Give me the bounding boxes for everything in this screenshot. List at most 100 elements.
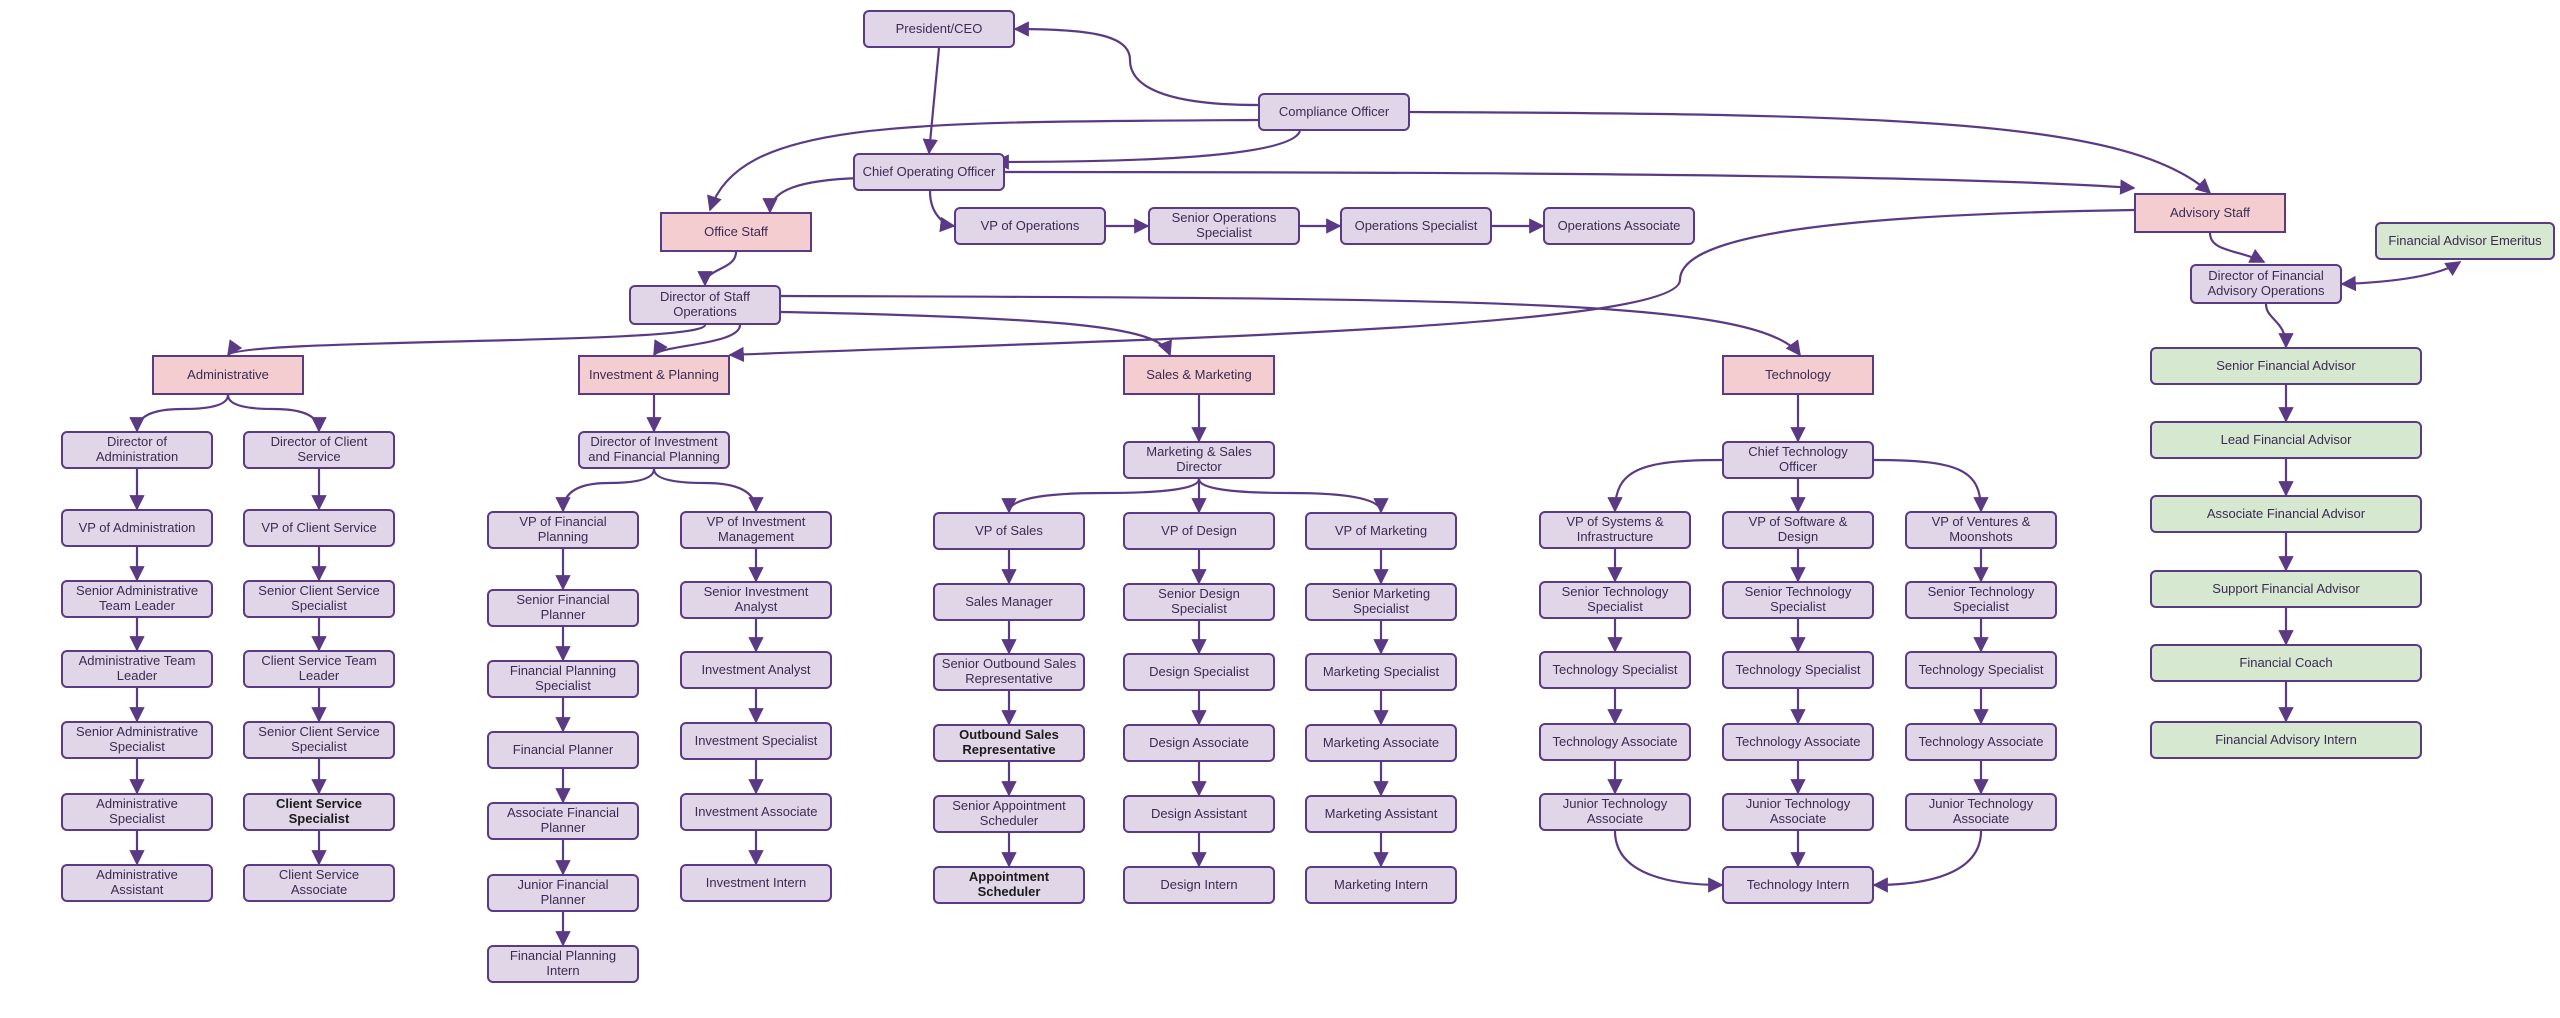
node-design-assoc[interactable]: Design Associate — [1123, 724, 1275, 762]
node-fa-intern[interactable]: Financial Advisory Intern — [2150, 721, 2422, 759]
node-fin-coach[interactable]: Financial Coach — [2150, 644, 2422, 682]
node-ops-spec[interactable]: Operations Specialist — [1340, 207, 1492, 245]
node-coo[interactable]: Chief Operating Officer — [853, 153, 1005, 191]
node-outbound[interactable]: Outbound Sales Representative — [933, 724, 1085, 762]
node-inv-assoc[interactable]: Investment Associate — [680, 793, 832, 831]
node-sr-tech1[interactable]: Senior Technology Specialist — [1539, 581, 1691, 619]
connector-cto-vpsys — [1607, 458, 1723, 513]
node-inv-planning[interactable]: Investment & Planning — [578, 355, 730, 395]
node-jr-fp[interactable]: Junior Financial Planner — [487, 874, 639, 912]
node-assoc-fp[interactable]: Associate Financial Planner — [487, 802, 639, 840]
node-office-staff[interactable]: Office Staff — [660, 212, 812, 252]
node-admin-tl[interactable]: Administrative Team Leader — [61, 650, 213, 688]
node-sr-mkt[interactable]: Senior Marketing Specialist — [1305, 583, 1457, 621]
node-cs-tl[interactable]: Client Service Team Leader — [243, 650, 395, 688]
node-inv-intern[interactable]: Investment Intern — [680, 864, 832, 902]
node-vp-mkt[interactable]: VP of Marketing — [1305, 512, 1457, 550]
node-ops-assoc[interactable]: Operations Associate — [1543, 207, 1695, 245]
node-appt[interactable]: Appointment Scheduler — [933, 866, 1085, 904]
node-tech-spec3[interactable]: Technology Specialist — [1905, 651, 2057, 689]
node-ceo[interactable]: President/CEO — [863, 10, 1015, 48]
node-sr-design[interactable]: Senior Design Specialist — [1123, 583, 1275, 621]
node-assoc-fa[interactable]: Associate Financial Advisor — [2150, 495, 2422, 533]
node-design-asst[interactable]: Design Assistant — [1123, 795, 1275, 833]
node-sr-admin-tl[interactable]: Senior Administrative Team Leader — [61, 580, 213, 618]
node-dir-staff[interactable]: Director of Staff Operations — [629, 285, 781, 325]
node-mkt-sales-dir[interactable]: Marketing & Sales Director — [1123, 441, 1275, 479]
node-dir-fin-adv[interactable]: Director of Financial Advisory Operation… — [2190, 264, 2342, 304]
node-technology[interactable]: Technology — [1722, 355, 1874, 395]
node-compliance[interactable]: Compliance Officer — [1258, 93, 1410, 131]
node-lead-fa[interactable]: Lead Financial Advisor — [2150, 421, 2422, 459]
connector-compliance-ceo — [1013, 21, 1259, 107]
node-vp-design[interactable]: VP of Design — [1123, 512, 1275, 550]
connector-dirstaff-inv — [653, 324, 742, 357]
node-vp-ops[interactable]: VP of Operations — [954, 207, 1106, 245]
node-sr-outbound[interactable]: Senior Outbound Sales Representative — [933, 653, 1085, 691]
node-vp-sys[interactable]: VP of Systems & Infrastructure — [1539, 511, 1691, 549]
node-vp-sw[interactable]: VP of Software & Design — [1722, 511, 1874, 549]
node-tech-assoc3[interactable]: Technology Associate — [1905, 723, 2057, 761]
node-sr-ops[interactable]: Senior Operations Specialist — [1148, 207, 1300, 245]
connector-compliance-coo — [993, 130, 1302, 170]
node-sr-cs-spec2[interactable]: Senior Client Service Specialist — [243, 721, 395, 759]
node-admin-asst[interactable]: Administrative Assistant — [61, 864, 213, 902]
node-dir-admin[interactable]: Director of Administration — [61, 431, 213, 469]
node-sr-fa[interactable]: Senior Financial Advisor — [2150, 347, 2422, 385]
node-sales-marketing[interactable]: Sales & Marketing — [1123, 355, 1275, 395]
node-advisory-staff[interactable]: Advisory Staff — [2134, 193, 2286, 233]
node-sales-mgr[interactable]: Sales Manager — [933, 583, 1085, 621]
connector-dir_inv-vp_inv — [652, 468, 764, 513]
node-sr-fp[interactable]: Senior Financial Planner — [487, 589, 639, 627]
node-tech-spec2[interactable]: Technology Specialist — [1722, 651, 1874, 689]
node-cs-spec[interactable]: Client Service Specialist — [243, 793, 395, 831]
connector-compliance-advisory — [1409, 110, 2212, 195]
node-support-fa[interactable]: Support Financial Advisor — [2150, 570, 2422, 608]
node-fp-spec[interactable]: Financial Planning Specialist — [487, 660, 639, 698]
node-design-spec[interactable]: Design Specialist — [1123, 653, 1275, 691]
node-vp-fp[interactable]: VP of Financial Planning — [487, 511, 639, 549]
node-inv-an[interactable]: Investment Analyst — [680, 651, 832, 689]
node-sr-inv-an[interactable]: Senior Investment Analyst — [680, 581, 832, 619]
node-cto[interactable]: Chief Technology Officer — [1722, 441, 1874, 479]
connector-compliance-office — [707, 118, 1259, 212]
connector-dirfin-emeritus — [2340, 261, 2462, 292]
node-admin-spec[interactable]: Administrative Specialist — [61, 793, 213, 831]
node-mkt-intern[interactable]: Marketing Intern — [1305, 866, 1457, 904]
node-vp-inv[interactable]: VP of Investment Management — [680, 511, 832, 549]
node-fp[interactable]: Financial Planner — [487, 731, 639, 769]
node-sr-appt[interactable]: Senior Appointment Scheduler — [933, 795, 1085, 833]
connector-coo-advisory — [1004, 170, 2136, 195]
node-vp-client[interactable]: VP of Client Service — [243, 509, 395, 547]
node-jr-tech2[interactable]: Junior Technology Associate — [1722, 793, 1874, 831]
node-sr-admin-spec[interactable]: Senior Administrative Specialist — [61, 721, 213, 759]
node-vp-sales[interactable]: VP of Sales — [933, 512, 1085, 550]
node-fa-emeritus[interactable]: Financial Advisor Emeritus — [2375, 222, 2555, 260]
node-design-intern[interactable]: Design Intern — [1123, 866, 1275, 904]
node-tech-intern[interactable]: Technology Intern — [1722, 866, 1874, 904]
node-inv-spec[interactable]: Investment Specialist — [680, 722, 832, 760]
node-dir-inv[interactable]: Director of Investment and Financial Pla… — [578, 431, 730, 469]
node-sr-tech3[interactable]: Senior Technology Specialist — [1905, 581, 2057, 619]
node-mkt-asst[interactable]: Marketing Assistant — [1305, 795, 1457, 833]
node-mkt-assoc[interactable]: Marketing Associate — [1305, 724, 1457, 762]
node-mkt-spec[interactable]: Marketing Specialist — [1305, 653, 1457, 691]
node-jr-tech3[interactable]: Junior Technology Associate — [1905, 793, 2057, 831]
connector-advisory-dirfin — [2208, 232, 2266, 263]
node-administrative[interactable]: Administrative — [152, 355, 304, 395]
connector-dirstaff-tech — [780, 294, 1801, 357]
node-fp-intern[interactable]: Financial Planning Intern — [487, 945, 639, 983]
node-sr-cs-spec1[interactable]: Senior Client Service Specialist — [243, 580, 395, 618]
node-vp-admin[interactable]: VP of Administration — [61, 509, 213, 547]
connector-jrtech3-intern — [1872, 830, 1983, 893]
node-sr-tech2[interactable]: Senior Technology Specialist — [1722, 581, 1874, 619]
node-tech-assoc2[interactable]: Technology Associate — [1722, 723, 1874, 761]
node-cs-assoc[interactable]: Client Service Associate — [243, 864, 395, 902]
connector-ceo-coo — [922, 47, 941, 155]
node-dir-client[interactable]: Director of Client Service — [243, 431, 395, 469]
node-tech-assoc1[interactable]: Technology Associate — [1539, 723, 1691, 761]
node-vp-vent[interactable]: VP of Ventures & Moonshots — [1905, 511, 2057, 549]
connector-dirfin-srfa — [2264, 303, 2294, 349]
node-tech-spec1[interactable]: Technology Specialist — [1539, 651, 1691, 689]
node-jr-tech1[interactable]: Junior Technology Associate — [1539, 793, 1691, 831]
